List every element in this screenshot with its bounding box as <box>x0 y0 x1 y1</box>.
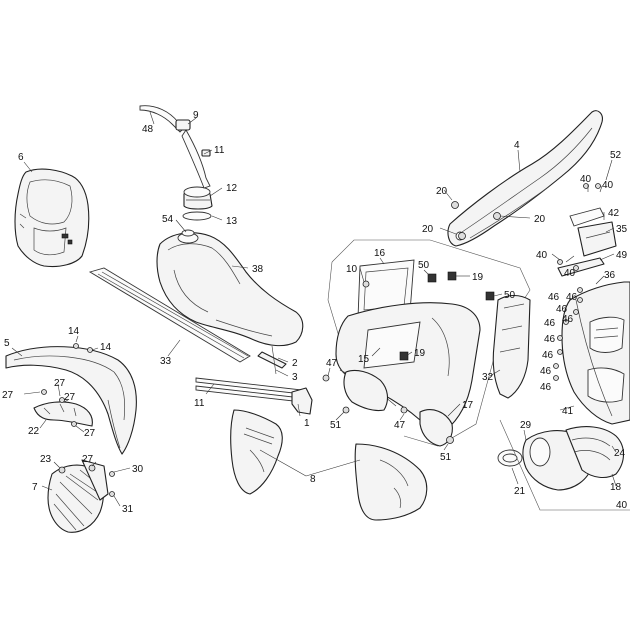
label-46-g: 46 <box>542 350 554 361</box>
label-9: 9 <box>193 110 199 121</box>
label-2: 2 <box>292 358 298 369</box>
label-40-d: 40 <box>564 268 576 279</box>
label-40-a: 40 <box>580 174 592 185</box>
label-35: 35 <box>616 224 628 235</box>
label-18: 18 <box>610 482 622 493</box>
label-12: 12 <box>226 183 238 194</box>
label-41: 41 <box>562 406 574 417</box>
label-46-f: 46 <box>544 334 556 345</box>
label-19-top: 19 <box>472 272 484 283</box>
label-47-left: 47 <box>326 358 338 369</box>
tank-side-strip[interactable] <box>88 267 251 363</box>
headlight-mask[interactable] <box>14 168 90 268</box>
intake-duct[interactable] <box>497 426 625 491</box>
label-23: 23 <box>40 454 52 465</box>
label-14-left: 14 <box>68 326 80 337</box>
label-46-a: 46 <box>566 292 578 303</box>
label-30: 30 <box>132 464 144 475</box>
label-31: 31 <box>122 504 134 515</box>
label-7: 7 <box>32 482 38 493</box>
side-cover-frame[interactable] <box>335 302 481 432</box>
label-16: 16 <box>374 248 386 259</box>
label-20-right: 20 <box>534 214 546 225</box>
front-fender[interactable] <box>5 346 137 455</box>
leader-lines <box>11 111 617 507</box>
label-6: 6 <box>18 152 24 163</box>
label-15: 15 <box>358 354 370 365</box>
label-8: 8 <box>310 474 316 485</box>
fuel-tank[interactable] <box>156 229 304 347</box>
label-38: 38 <box>252 264 264 275</box>
label-46-e: 46 <box>544 318 556 329</box>
disc-guard[interactable] <box>47 459 109 533</box>
fender-bracket[interactable] <box>33 401 93 427</box>
label-40-e: 40 <box>616 500 628 511</box>
label-40-b: 40 <box>602 180 614 191</box>
label-50-left: 50 <box>418 260 430 271</box>
label-46-h: 46 <box>540 366 552 377</box>
label-27-e: 27 <box>82 454 94 465</box>
label-22: 22 <box>28 426 40 437</box>
breather-hose[interactable] <box>139 105 211 189</box>
label-4: 4 <box>514 140 520 151</box>
rear-fender[interactable] <box>447 110 603 247</box>
part-labels: 9 48 11 12 13 54 38 33 2 3 11 1 8 6 5 14… <box>2 110 628 515</box>
label-20-top: 20 <box>436 186 448 197</box>
label-11-rods: 11 <box>194 398 205 409</box>
label-32: 32 <box>482 372 494 383</box>
label-3: 3 <box>292 372 298 383</box>
number-plate[interactable] <box>492 294 531 399</box>
label-42: 42 <box>608 208 620 219</box>
tank-mounting-hardware[interactable] <box>195 345 313 415</box>
label-24: 24 <box>614 448 626 459</box>
label-40-c: 40 <box>536 250 548 261</box>
airbox-housing[interactable] <box>561 281 630 425</box>
label-21: 21 <box>514 486 526 497</box>
label-27-a: 27 <box>2 390 14 401</box>
label-36: 36 <box>604 270 616 281</box>
fuel-cap[interactable] <box>182 186 213 221</box>
label-46-i: 46 <box>540 382 552 393</box>
taillight-bracket[interactable] <box>557 207 617 277</box>
fastener-set <box>41 183 601 497</box>
label-27-b: 27 <box>54 378 66 389</box>
label-10: 10 <box>346 264 358 275</box>
label-46-b: 46 <box>548 292 560 303</box>
label-51-left: 51 <box>330 420 342 431</box>
label-27-c: 27 <box>64 392 76 403</box>
label-11-hose: 11 <box>214 145 225 156</box>
label-29: 29 <box>520 420 532 431</box>
label-49: 49 <box>616 250 628 261</box>
label-17: 17 <box>462 400 474 411</box>
left-side-panel[interactable] <box>230 409 283 495</box>
label-19-mid: 19 <box>414 348 426 359</box>
label-46-d: 46 <box>562 314 574 325</box>
label-46-c: 46 <box>556 304 568 315</box>
label-5: 5 <box>4 338 10 349</box>
label-33: 33 <box>160 356 172 367</box>
label-51-right: 51 <box>440 452 452 463</box>
right-side-panel[interactable] <box>354 443 428 521</box>
label-47-right: 47 <box>394 420 406 431</box>
side-cover-lower[interactable] <box>343 369 453 447</box>
label-20-left: 20 <box>422 224 434 235</box>
label-52: 52 <box>610 150 622 161</box>
label-50-right: 50 <box>504 290 516 301</box>
label-54: 54 <box>162 214 174 225</box>
label-13: 13 <box>226 216 238 227</box>
label-48: 48 <box>142 124 154 135</box>
label-14-right: 14 <box>100 342 112 353</box>
label-27-d: 27 <box>84 428 96 439</box>
label-1: 1 <box>304 418 310 429</box>
